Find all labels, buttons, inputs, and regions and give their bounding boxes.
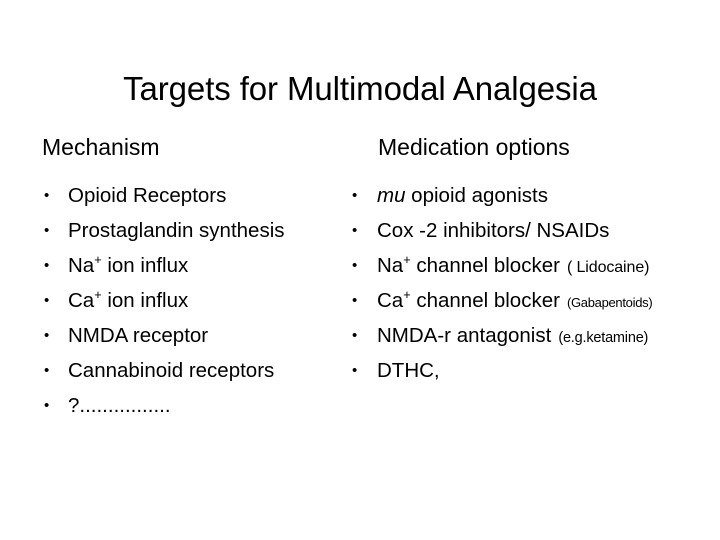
medication-options-list: mu opioid agonists Cox -2 inhibitors/ NS…	[346, 178, 720, 388]
list-item: NMDA receptor	[38, 318, 358, 353]
list-item-label: ion influx	[101, 289, 189, 312]
list-item-emphasis: mu	[377, 184, 406, 207]
list-item-prefix: Ca	[68, 289, 95, 312]
list-item: Prostaglandin synthesis	[38, 213, 358, 248]
list-item-label: Cannabinoid receptors	[68, 359, 275, 382]
list-item: Ca+ ion influx	[38, 283, 358, 318]
list-item-label: Cox -2 inhibitors/ NSAIDs	[377, 219, 610, 242]
list-item-note: (e.g.ketamine)	[558, 330, 649, 346]
list-item-note: (Gabapentoids)	[566, 295, 653, 310]
list-item: Ca+ channel blocker (Gabapentoids)	[346, 283, 720, 318]
list-item: Na+ channel blocker ( Lidocaine)	[346, 248, 720, 283]
superscript-charge: +	[94, 287, 102, 303]
mechanism-list: Opioid Receptors Prostaglandin synthesis…	[38, 178, 358, 423]
list-item: DTHC,	[346, 353, 720, 388]
list-item: Na+ ion influx	[38, 248, 358, 283]
list-item-prefix: Ca	[377, 289, 404, 312]
list-item-label: NMDA receptor	[68, 324, 209, 347]
list-item: Opioid Receptors	[38, 178, 358, 213]
page-title: Targets for Multimodal Analgesia	[123, 70, 597, 108]
superscript-charge: +	[403, 252, 411, 268]
list-item: NMDA-r antagonist (e.g.ketamine)	[346, 318, 720, 353]
list-item: Cannabinoid receptors	[38, 353, 358, 388]
medication-options-column-header: Medication options	[378, 134, 570, 160]
mechanism-column-header: Mechanism	[42, 134, 160, 160]
list-item-prefix: Na	[377, 254, 404, 277]
superscript-charge: +	[94, 252, 102, 268]
list-item-label: DTHC,	[377, 359, 440, 382]
list-item-label: ion influx	[101, 254, 189, 277]
two-column-body: Mechanism Opioid Receptors Prostaglandin…	[0, 132, 720, 432]
superscript-charge: +	[403, 287, 411, 303]
mechanism-column: Mechanism Opioid Receptors Prostaglandin…	[38, 132, 358, 423]
list-item: Cox -2 inhibitors/ NSAIDs	[346, 213, 720, 248]
list-item-label: channel blocker	[410, 254, 560, 277]
list-item-label: Opioid Receptors	[68, 184, 227, 207]
medication-options-column: Medication options mu opioid agonists Co…	[346, 132, 720, 388]
list-item-prefix: Na	[68, 254, 95, 277]
list-item-label: opioid agonists	[405, 184, 548, 207]
list-item-label: ?................	[68, 394, 171, 417]
list-item: mu opioid agonists	[346, 178, 720, 213]
list-item-label: Prostaglandin synthesis	[68, 219, 285, 242]
list-item-label: channel blocker	[410, 289, 560, 312]
list-item-note: ( Lidocaine)	[566, 259, 650, 276]
list-item: ?................	[38, 388, 358, 423]
list-item-label: NMDA-r antagonist	[377, 324, 552, 347]
